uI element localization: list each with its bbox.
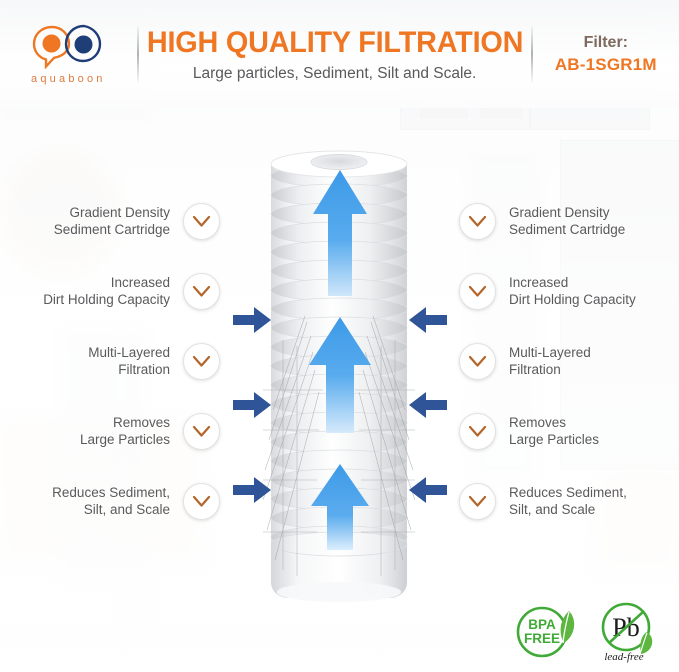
feature-label: Multi-Layered Filtration — [509, 344, 591, 378]
feature-item-dirt-holding-right: Increased Dirt Holding Capacity — [459, 268, 636, 314]
check-icon — [459, 342, 496, 380]
feature-line-2: Silt, and Scale — [509, 502, 596, 517]
feature-item-removes-particles-left: Removes Large Particles — [80, 408, 220, 454]
flow-arrow-in-right-lower — [409, 477, 447, 503]
feature-line-2: Sediment Cartridge — [53, 222, 170, 237]
check-icon — [183, 412, 220, 450]
feature-item-reduces-sediment-right: Reduces Sediment, Silt, and Scale — [459, 478, 627, 524]
bpa-line-1: BPA — [528, 617, 556, 632]
check-icon — [183, 202, 220, 240]
filter-code: AB-1SGR1M — [554, 54, 657, 74]
certification-badges: BPA FREE Pb lead-free — [513, 600, 665, 664]
header-bar: aquaboon HIGH QUALITY FILTRATION Large p… — [0, 0, 679, 108]
feature-line-2: Filtration — [118, 362, 170, 377]
check-icon — [183, 482, 220, 520]
feature-line-1: Removes — [112, 415, 170, 430]
lead-free-badge-icon: Pb lead-free — [601, 602, 653, 663]
lead-free-caption: lead-free — [604, 651, 643, 663]
page-subtitle: Large particles, Sediment, Silt and Scal… — [192, 64, 477, 82]
feature-line-1: Increased — [509, 275, 569, 290]
feature-item-multi-layered-left: Multi-Layered Filtration — [88, 338, 220, 384]
feature-line-2: Large Particles — [79, 432, 170, 447]
feature-label: Gradient Density Sediment Cartridge — [54, 204, 170, 238]
feature-label: Reduces Sediment, Silt, and Scale — [52, 484, 170, 518]
feature-item-gradient-density-left: Gradient Density Sediment Cartridge — [54, 198, 220, 244]
flow-arrow-up-bottom — [311, 464, 369, 550]
feature-line-2: Sediment Cartridge — [509, 222, 626, 237]
feature-line-1: Reduces Sediment, — [509, 485, 627, 500]
check-icon — [459, 482, 496, 520]
feature-line-1: Gradient Density — [509, 205, 610, 220]
feature-line-1: Multi-Layered — [509, 345, 591, 360]
aquaboon-droplet-logo-icon — [33, 24, 102, 69]
feature-label: Removes Large Particles — [80, 414, 170, 448]
check-icon — [183, 272, 220, 310]
flow-arrow-in-right-top — [409, 307, 447, 333]
feature-item-gradient-density-right: Gradient Density Sediment Cartridge — [459, 198, 625, 244]
feature-label: Removes Large Particles — [509, 414, 599, 448]
feature-list-left: Gradient Density Sediment Cartridge Incr… — [14, 198, 220, 524]
feature-item-multi-layered-right: Multi-Layered Filtration — [459, 338, 591, 384]
bpa-free-badge-icon: BPA FREE — [516, 606, 575, 658]
flow-arrow-in-left-lower — [233, 477, 271, 503]
feature-line-1: Reduces Sediment, — [52, 485, 170, 500]
check-icon — [183, 342, 220, 380]
feature-line-2: Filtration — [509, 362, 561, 377]
feature-item-reduces-sediment-left: Reduces Sediment, Silt, and Scale — [52, 478, 220, 524]
flow-arrow-in-left-bottom — [233, 392, 271, 418]
feature-item-dirt-holding-left: Increased Dirt Holding Capacity — [43, 268, 220, 314]
filter-label: Filter: — [583, 33, 629, 51]
feature-line-1: Increased — [110, 275, 170, 290]
brand-logo: aquaboon — [0, 0, 137, 108]
check-icon — [459, 272, 496, 310]
feature-item-removes-particles-right: Removes Large Particles — [459, 408, 599, 454]
flow-arrow-in-right-bottom — [409, 392, 447, 418]
feature-label: Reduces Sediment, Silt, and Scale — [509, 484, 627, 518]
feature-line-1: Multi-Layered — [88, 345, 170, 360]
feature-line-2: Dirt Holding Capacity — [509, 292, 636, 307]
header-divider-left — [136, 26, 139, 82]
feature-line-1: Removes — [509, 415, 567, 430]
brand-wordmark: aquaboon — [31, 73, 106, 85]
header-divider-right — [530, 26, 533, 82]
feature-list-right: Gradient Density Sediment Cartridge Incr… — [459, 198, 665, 524]
feature-line-2: Silt, and Scale — [83, 502, 170, 517]
bpa-line-2: FREE — [524, 631, 560, 646]
flow-arrow-up-top — [313, 170, 367, 296]
flow-arrow-up-middle — [309, 317, 371, 433]
check-icon — [459, 202, 496, 240]
feature-label: Multi-Layered Filtration — [88, 344, 170, 378]
filter-model-block: Filter: AB-1SGR1M — [533, 0, 679, 108]
feature-line-2: Large Particles — [509, 432, 600, 447]
feature-line-2: Dirt Holding Capacity — [43, 292, 170, 307]
check-icon — [459, 412, 496, 450]
feature-label: Increased Dirt Holding Capacity — [43, 274, 170, 308]
feature-label: Increased Dirt Holding Capacity — [509, 274, 636, 308]
flow-arrow-in-left-top — [233, 307, 271, 333]
page-title: HIGH QUALITY FILTRATION — [146, 25, 523, 59]
feature-line-1: Gradient Density — [69, 205, 170, 220]
feature-label: Gradient Density Sediment Cartridge — [509, 204, 625, 238]
